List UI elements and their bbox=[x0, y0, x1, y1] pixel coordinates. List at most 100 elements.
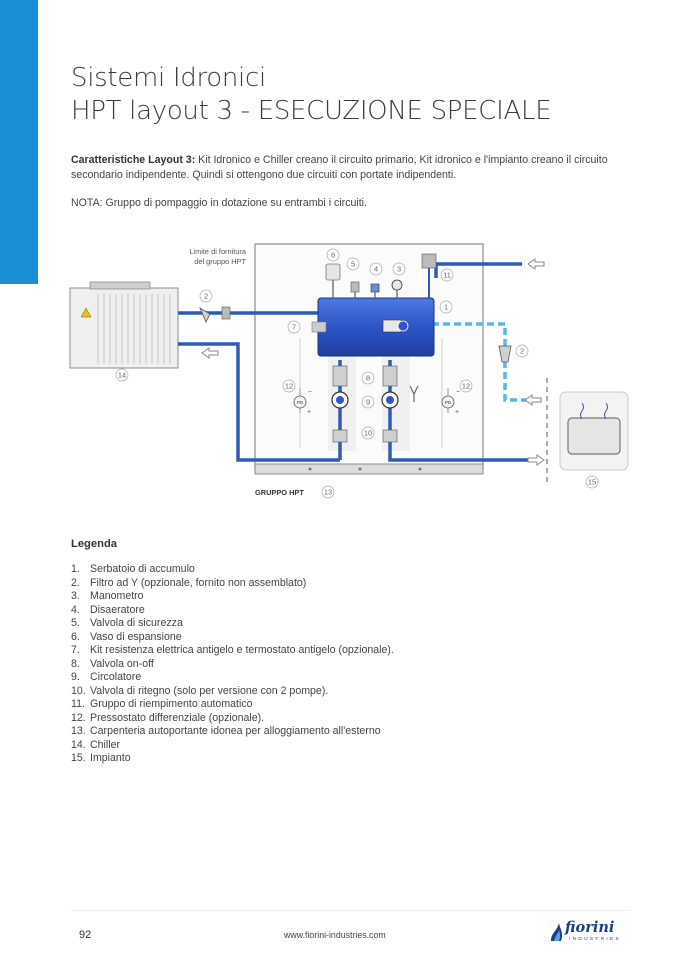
legend-item: 11.Gruppo di riempimento automatico bbox=[71, 698, 631, 712]
svg-text:12: 12 bbox=[285, 382, 293, 391]
legend-item: 14. Chiller bbox=[71, 739, 631, 753]
callout-2a: 2 bbox=[199, 289, 213, 303]
legend-item-number: 4. bbox=[71, 603, 80, 616]
legend-item-number: 6. bbox=[71, 630, 80, 643]
legend-item-text: Disaeratore bbox=[90, 603, 145, 616]
legend-item: 5.Valvola di sicurezza bbox=[71, 617, 631, 631]
legend-item-number: 9. bbox=[71, 671, 80, 683]
callout-9: 9 bbox=[361, 395, 375, 409]
logo-word: fiorini bbox=[565, 919, 615, 936]
svg-text:−: − bbox=[308, 389, 312, 396]
callout-7: 7 bbox=[287, 320, 301, 334]
svg-text:12: 12 bbox=[462, 382, 470, 391]
callout-6: 6 bbox=[326, 248, 340, 262]
callout-12a: 12 bbox=[282, 379, 296, 393]
svg-text:14: 14 bbox=[118, 371, 126, 380]
callout-5: 5 bbox=[346, 257, 360, 271]
legend-item: 8.Valvola on-off bbox=[71, 658, 631, 672]
legend-item: 15. Impianto bbox=[71, 752, 631, 766]
callout-14: 14 bbox=[115, 368, 129, 382]
svg-text:−: − bbox=[456, 389, 460, 396]
y-filters bbox=[199, 306, 512, 363]
callout-10: 10 bbox=[361, 426, 375, 440]
pressure-switches: PD − + PD − + bbox=[293, 388, 460, 416]
callout-12b: 12 bbox=[459, 379, 473, 393]
legend-item-number: 11. bbox=[71, 698, 85, 710]
svg-text:9: 9 bbox=[366, 398, 370, 407]
legend-item: 12. Pressostato differenziale (opzionale)… bbox=[71, 712, 631, 726]
svg-text:4: 4 bbox=[374, 265, 378, 274]
group-label: GRUPPO HPT bbox=[255, 488, 304, 497]
description-label: Caratteristiche Layout 3: bbox=[71, 154, 196, 166]
legend-item-text: Valvola di ritegno (solo per versione co… bbox=[90, 684, 329, 697]
legend-title: Legenda bbox=[71, 538, 118, 550]
legend-item-text: Serbatoio di accumulo bbox=[90, 563, 195, 575]
svg-text:5: 5 bbox=[351, 260, 355, 269]
description-text: Kit Idronico e Chiller creano il circuit… bbox=[71, 154, 608, 181]
legend-item-number: 10. bbox=[71, 684, 86, 697]
legend-item-number: 14. bbox=[71, 738, 86, 751]
legend-item: 6. Vaso di espansione bbox=[71, 631, 631, 645]
callout-3: 3 bbox=[392, 262, 406, 276]
supply-limit-label-1: Limite di fornitura bbox=[189, 247, 247, 256]
logo-subtitle: INDUSTRIES bbox=[569, 937, 622, 942]
legend-item: 9. Circolatore bbox=[71, 671, 631, 685]
website-link[interactable]: www.fiorini-industries.com bbox=[284, 930, 386, 940]
logo-flame-icon bbox=[551, 923, 563, 941]
svg-text:7: 7 bbox=[292, 323, 296, 332]
legend-item-text: Kit resistenza elettrica antigelo e term… bbox=[90, 644, 394, 656]
legend-item-number: 13. bbox=[71, 725, 86, 737]
legend-item: 2.Filtro ad Y (opzionale, fornito non as… bbox=[71, 577, 631, 591]
svg-text:+: + bbox=[307, 409, 311, 416]
page-title: Sistemi Idronici HPT layout 3 - ESECUZIO… bbox=[71, 62, 651, 128]
legend-item-text: Vaso di espansione bbox=[90, 630, 182, 643]
plant-unit bbox=[559, 391, 629, 471]
fiorini-logo: fiorini INDUSTRIES bbox=[549, 918, 631, 948]
legend-item-number: 3. bbox=[71, 590, 80, 602]
circulators bbox=[331, 365, 419, 443]
legend-item-number: 7. bbox=[71, 644, 80, 656]
legend-item-number: 1. bbox=[71, 563, 80, 575]
description: Caratteristiche Layout 3: Kit Idronico e… bbox=[71, 153, 631, 183]
legend-item: 4. Disaeratore bbox=[71, 604, 631, 618]
svg-text:+: + bbox=[455, 409, 459, 416]
legend-item-text: Carpenteria autoportante idonea per allo… bbox=[90, 725, 381, 737]
legend-item: 3.Manometro bbox=[71, 590, 631, 604]
legend-item-number: 12. bbox=[71, 711, 86, 724]
svg-text:2: 2 bbox=[204, 292, 208, 301]
page-number: 92 bbox=[79, 929, 92, 941]
storage-tank bbox=[311, 297, 435, 357]
legend-item-text: Pressostato differenziale (opzionale). bbox=[90, 711, 265, 724]
legend-item-number: 8. bbox=[71, 657, 80, 670]
callout-15: 15 bbox=[585, 475, 599, 489]
legend-item-number: 5. bbox=[71, 617, 80, 629]
callout-8: 8 bbox=[361, 371, 375, 385]
title-line-1: Sistemi Idronici bbox=[71, 63, 266, 93]
warning-icon bbox=[80, 307, 92, 318]
svg-text:13: 13 bbox=[324, 488, 332, 497]
hydraulic-diagram: PD − + PD − + Limite di fornitura del gr… bbox=[69, 243, 629, 499]
title-line-2: HPT layout 3 - ESECUZIONE SPECIALE bbox=[71, 96, 552, 126]
svg-text:1: 1 bbox=[444, 303, 448, 312]
svg-text:15: 15 bbox=[588, 478, 596, 487]
pd-label-left: PD bbox=[297, 400, 304, 405]
callouts: 1 2 2 3 4 5 6 7 8 9 10 11 12 12 13 14 15 bbox=[115, 248, 599, 499]
legend-item: 1. Serbatoio di accumulo bbox=[71, 563, 631, 577]
svg-text:3: 3 bbox=[397, 265, 401, 274]
legend-item-text: Chiller bbox=[90, 738, 121, 751]
callout-11: 11 bbox=[440, 268, 454, 282]
svg-text:2: 2 bbox=[520, 347, 524, 356]
flow-arrows bbox=[201, 258, 545, 466]
footer-divider bbox=[71, 910, 631, 911]
legend-item-number: 2. bbox=[71, 576, 80, 589]
legend-item-number: 15. bbox=[71, 752, 86, 764]
legend-item: 13. Carpenteria autoportante idonea per a… bbox=[71, 725, 631, 739]
side-accent-bar bbox=[0, 0, 38, 284]
supply-limit-label-2: del gruppo HPT bbox=[194, 257, 246, 266]
legend-item-text: Circolatore bbox=[90, 671, 142, 683]
callout-2b: 2 bbox=[515, 344, 529, 358]
legend-item-text: Impianto bbox=[90, 752, 131, 764]
pd-label-right: PD bbox=[445, 400, 452, 405]
legend-item: 7. Kit resistenza elettrica antigelo e te… bbox=[71, 644, 631, 658]
legend-item: 10. Valvola di ritegno (solo per versione… bbox=[71, 685, 631, 699]
